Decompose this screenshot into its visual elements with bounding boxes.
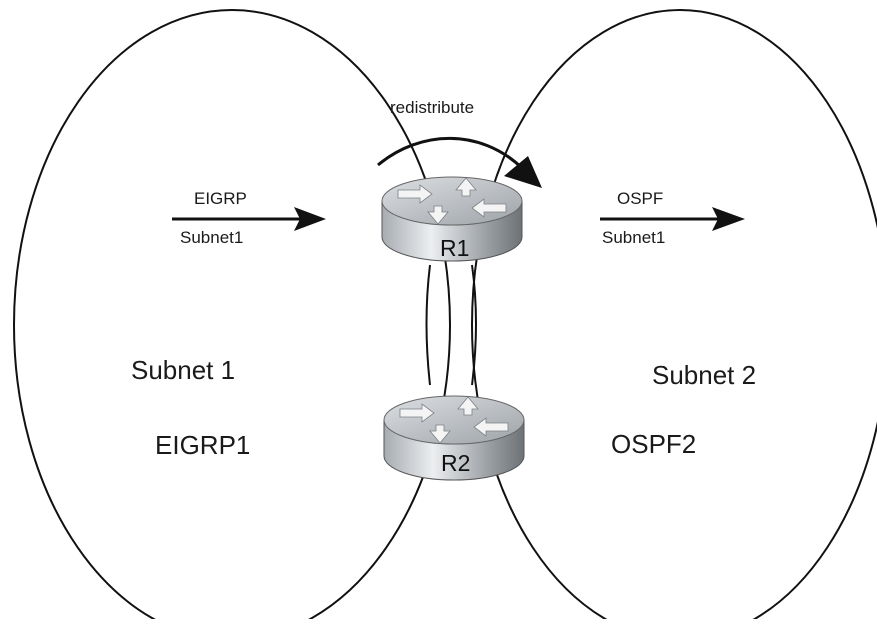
domain-ellipse-right: [471, 9, 877, 624]
redistribute-arrow: [377, 136, 524, 170]
eigrp-arrow-route-label: Subnet1: [180, 228, 244, 247]
router-r2-label: R2: [441, 450, 471, 476]
eigrp-route-arrowhead: [294, 207, 326, 231]
right-subnet-label: Subnet 2: [652, 360, 757, 390]
link-r1-r2-left: [425, 264, 431, 386]
router-r1-label: R1: [440, 235, 470, 261]
left-protocol-label: EIGRP1: [155, 430, 251, 460]
redistribute-label: redistribute: [390, 98, 475, 117]
ospf-arrow-route-label: Subnet1: [602, 228, 666, 247]
ospf-arrow-protocol-label: OSPF: [617, 189, 664, 208]
router-r1-icon: [381, 176, 523, 262]
ospf-route-arrowhead: [712, 207, 745, 231]
eigrp-arrow-protocol-label: EIGRP: [194, 189, 247, 208]
domain-ellipse-left: [13, 9, 451, 624]
redistribute-arrowhead: [504, 156, 542, 188]
router-r2-icon: [383, 395, 525, 481]
link-r1-r2-right: [471, 264, 477, 386]
left-subnet-label: Subnet 1: [131, 355, 236, 385]
right-protocol-label: OSPF2: [611, 429, 697, 459]
